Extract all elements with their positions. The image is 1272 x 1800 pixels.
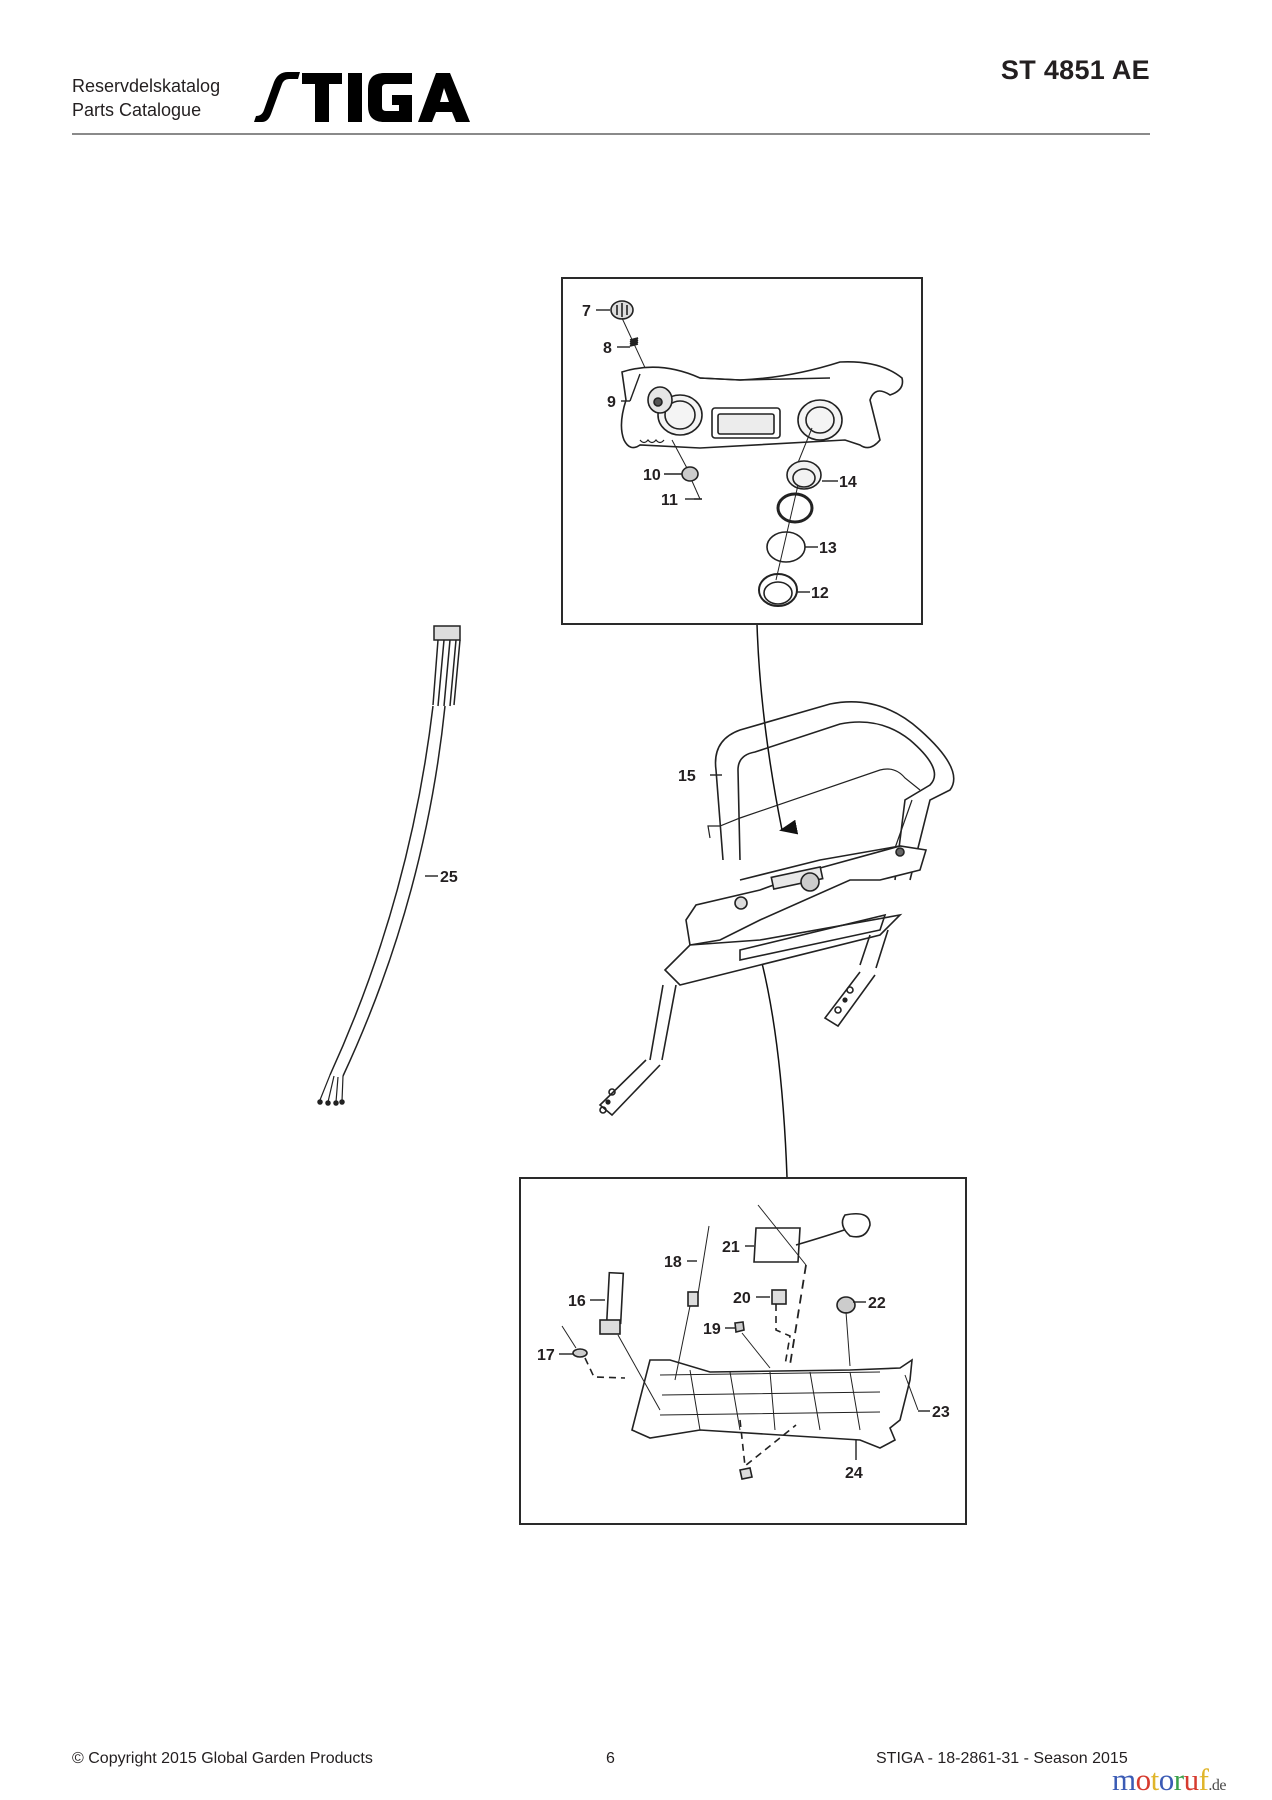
motoruf-watermark: motoruf.de: [1112, 1762, 1227, 1798]
callout-23: 23: [932, 1404, 950, 1421]
copyright-text: © Copyright 2015 Global Garden Products: [72, 1750, 373, 1767]
wm-letter-5: u: [1183, 1762, 1200, 1797]
wm-letter-4: r: [1173, 1762, 1184, 1797]
bottom-console-assembly: [561, 1204, 919, 1480]
wm-letter-3: o: [1158, 1762, 1175, 1797]
callout-18: 18: [664, 1254, 682, 1271]
document-id: STIGA - 18-2861-31 - Season 2015: [876, 1750, 1128, 1767]
catalog-label-swedish: Reservdelskatalog: [72, 76, 221, 96]
callout-24: 24: [845, 1465, 863, 1482]
top-box-callouts: [596, 309, 838, 593]
wm-letter-0: m: [1112, 1762, 1136, 1797]
catalog-label-english: Parts Catalogue: [72, 100, 202, 120]
callout-19: 19: [703, 1321, 721, 1338]
bottom-assembly-arrow: [743, 951, 788, 1178]
page-number: 6: [606, 1750, 615, 1767]
top-assembly-arrow: [756, 623, 799, 835]
header-divider: [72, 133, 1150, 135]
model-title: ST 4851 AE: [1000, 55, 1150, 85]
top-detail-frame: [561, 277, 923, 625]
callout-11: 11: [661, 492, 678, 509]
callout-7: 7: [582, 303, 591, 320]
callout-9: 9: [607, 394, 616, 411]
callout-15: 15: [678, 768, 696, 785]
callout-12: 12: [811, 585, 829, 602]
wm-letter-6: f: [1198, 1762, 1209, 1797]
callout-8: 8: [603, 340, 612, 357]
callout-22: 22: [868, 1295, 886, 1312]
callout-25: 25: [440, 869, 458, 886]
callout-17: 17: [537, 1347, 555, 1364]
callout-16: 16: [568, 1293, 586, 1310]
wm-suffix: .de: [1208, 1777, 1227, 1794]
top-console-assembly: [610, 300, 904, 607]
callout-14: 14: [839, 474, 857, 491]
bottom-box-callouts: [559, 1245, 930, 1460]
stiga-logo: [252, 70, 474, 124]
callout-20: 20: [733, 1290, 751, 1307]
wiring-harness: [317, 625, 461, 1106]
callout-10: 10: [643, 467, 661, 484]
callout-13: 13: [819, 540, 837, 557]
stiga-logo-icon: [254, 72, 470, 122]
handle-assembly: [598, 701, 955, 1117]
wm-letter-2: t: [1150, 1762, 1160, 1797]
callout-21: 21: [722, 1239, 740, 1256]
wm-letter-1: o: [1135, 1762, 1152, 1797]
bottom-detail-frame: [519, 1177, 967, 1525]
